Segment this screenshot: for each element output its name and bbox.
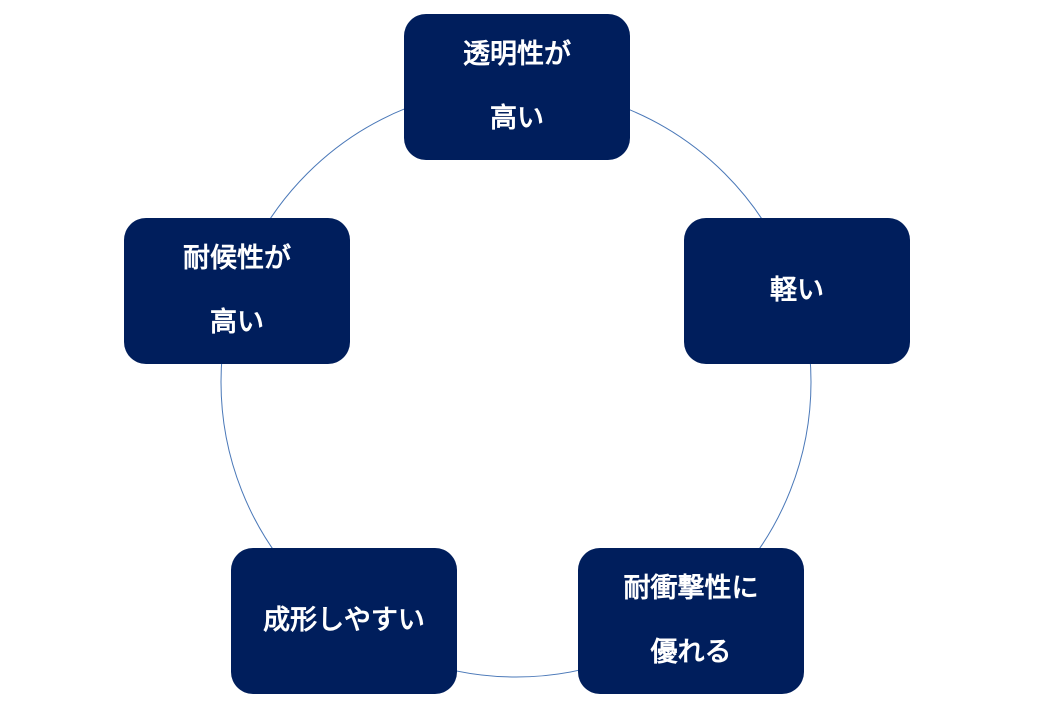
node-impact-resistance-line-1: 耐衝撃性に [623,573,759,604]
node-impact-resistance-line-2: 優れる [650,637,732,668]
node-moldability-line-1: 成形しやすい [263,605,425,636]
node-weather-resistance-line-1: 耐候性が [183,243,291,274]
node-weather-resistance: 耐候性が 高い [124,218,350,364]
node-lightweight: 軽い [684,218,910,364]
node-impact-resistance: 耐衝撃性に 優れる [578,548,804,694]
node-transparency-line-1: 透明性が [463,39,571,70]
node-transparency: 透明性が 高い [404,14,630,160]
node-transparency-line-2: 高い [490,103,544,134]
node-weather-resistance-line-2: 高い [210,307,264,338]
node-moldability: 成形しやすい [231,548,457,694]
node-lightweight-line-1: 軽い [770,275,824,306]
